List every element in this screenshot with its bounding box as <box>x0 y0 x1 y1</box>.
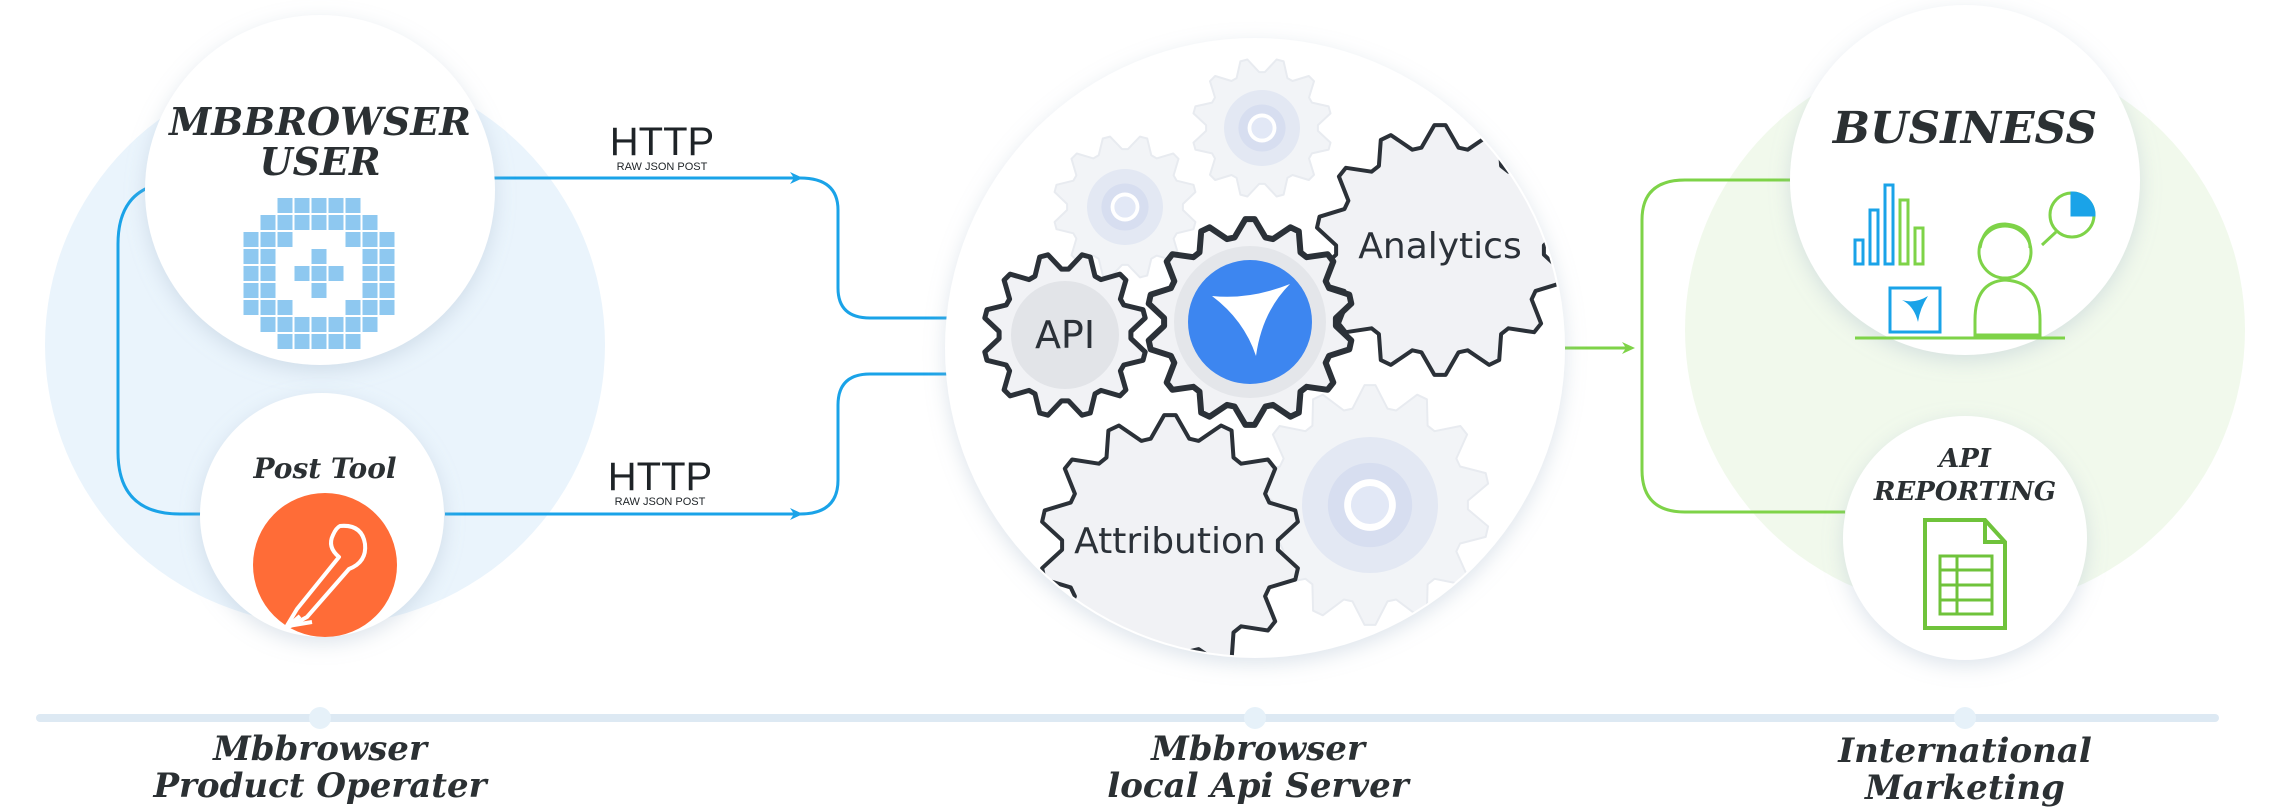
pixel-logo-cell <box>243 266 259 281</box>
pixel-logo-cell <box>260 283 276 298</box>
reporting-title-line1: API <box>1936 444 1992 474</box>
pixel-logo-cell <box>277 232 293 247</box>
bottom-connector <box>799 372 950 516</box>
pixel-logo-cell <box>311 317 327 332</box>
business-title: BUSINESS <box>1831 103 2097 154</box>
gear-analytics-label: Analytics <box>1358 226 1521 267</box>
mbbrowser-user-card <box>145 15 495 365</box>
timeline-center-line2: local Api Server <box>1107 766 1410 806</box>
mbbrowser-logo-icon <box>1188 260 1312 384</box>
business-card <box>1790 5 2140 355</box>
pixel-logo-cell <box>311 283 327 298</box>
timeline-right-line1: International <box>1837 731 2092 771</box>
green-bracket <box>1640 178 1845 514</box>
pixel-logo-cell <box>243 249 259 264</box>
pixel-logo-cell <box>243 232 259 247</box>
pixel-logo-cell <box>345 198 361 213</box>
pixel-logo-cell <box>294 266 310 281</box>
top-connector <box>799 176 950 320</box>
pixel-logo-cell <box>328 198 344 213</box>
pixel-logo-cell <box>294 198 310 213</box>
gear-attribution-label: Attribution <box>1074 521 1266 562</box>
pixel-logo-cell <box>277 317 293 332</box>
pixel-logo-cell <box>345 300 361 315</box>
pixel-logo-cell <box>277 334 293 349</box>
bottom-http-caption: RAW JSON POST <box>615 496 706 508</box>
pixel-logo-cell <box>277 300 293 315</box>
user-title-line2: USER <box>259 139 380 184</box>
timeline-center-line1: Mbbrowser <box>1150 729 1367 769</box>
pixel-logo-cell <box>294 334 310 349</box>
pixel-logo-cell <box>379 300 395 315</box>
reporting-title-line2: REPORTING <box>1873 477 2056 507</box>
gear-attribution <box>1040 413 1300 656</box>
pixel-logo-cell <box>311 266 327 281</box>
postman-icon <box>253 493 397 637</box>
pixel-logo-cell <box>345 317 361 332</box>
timeline-left-line1: Mbbrowser <box>212 729 429 769</box>
pixel-logo-cell <box>328 317 344 332</box>
bottom-http-label: HTTP <box>608 455 712 499</box>
pixel-logo-cell <box>260 232 276 247</box>
timeline-right-line2: Marketing <box>1864 768 2065 808</box>
top-http-label: HTTP <box>610 120 714 164</box>
pixel-logo-cell <box>345 232 361 247</box>
pixel-logo-cell <box>311 249 327 264</box>
pixel-logo-cell <box>260 317 276 332</box>
pixel-logo-cell <box>379 249 395 264</box>
gear-api-hub <box>1011 281 1119 389</box>
pixel-logo-cell <box>243 300 259 315</box>
top-http-caption: RAW JSON POST <box>617 161 708 173</box>
pixel-logo-cell <box>294 317 310 332</box>
pixel-logo-cell <box>328 266 344 281</box>
user-title-line1: MBBROWSER <box>167 99 471 144</box>
pixel-logo-cell <box>260 215 276 230</box>
pixel-logo-cell <box>362 249 378 264</box>
faint-chrome-left-icon <box>1087 169 1163 245</box>
gear-api-label: API <box>1035 313 1095 357</box>
timeline-left-line2: Product Operater <box>152 766 488 806</box>
pixel-logo-cell <box>260 249 276 264</box>
pixel-logo-cell <box>345 215 361 230</box>
pixel-logo-icon <box>243 198 395 349</box>
pixel-logo-cell <box>362 300 378 315</box>
business-analytics-icon <box>1853 183 2096 340</box>
timeline-dot-right <box>1954 707 1976 729</box>
pixel-logo-cell <box>328 215 344 230</box>
pixel-logo-cell <box>362 317 378 332</box>
spreadsheet-icon <box>1923 518 2007 630</box>
pixel-logo-cell <box>294 215 310 230</box>
pixel-logo-cell <box>311 215 327 230</box>
pixel-logo-cell <box>345 334 361 349</box>
pixel-logo-cell <box>362 215 378 230</box>
api-reporting-card <box>1843 416 2087 660</box>
pixel-logo-cell <box>277 198 293 213</box>
pixel-logo-cell <box>379 283 395 298</box>
pixel-logo-cell <box>379 232 395 247</box>
pixel-logo-cell <box>260 266 276 281</box>
pixel-logo-cell <box>260 300 276 315</box>
timeline-dot-left <box>309 707 331 729</box>
pixel-logo-cell <box>277 215 293 230</box>
faint-chrome-top-icon <box>1224 90 1300 166</box>
faint-chrome-bottom-icon <box>1302 437 1438 573</box>
pixel-logo-cell <box>362 266 378 281</box>
pixel-logo-cell <box>311 334 327 349</box>
pixel-logo-cell <box>362 283 378 298</box>
pixel-logo-cell <box>311 198 327 213</box>
post-tool-title: Post Tool <box>252 452 396 485</box>
pixel-logo-cell <box>362 232 378 247</box>
timeline-dot-center <box>1244 707 1266 729</box>
pixel-logo-cell <box>379 266 395 281</box>
pixel-logo-cell <box>328 334 344 349</box>
pixel-logo-cell <box>243 283 259 298</box>
